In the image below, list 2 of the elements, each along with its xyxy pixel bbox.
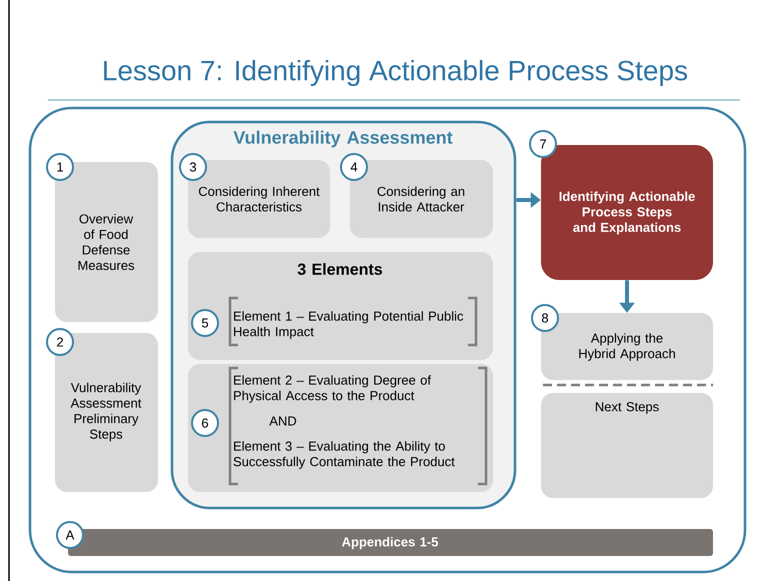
- title: Lesson 7: Identifying Actionable Process Steps: [104, 60, 688, 86]
- step-box: Next Steps: [541, 393, 713, 498]
